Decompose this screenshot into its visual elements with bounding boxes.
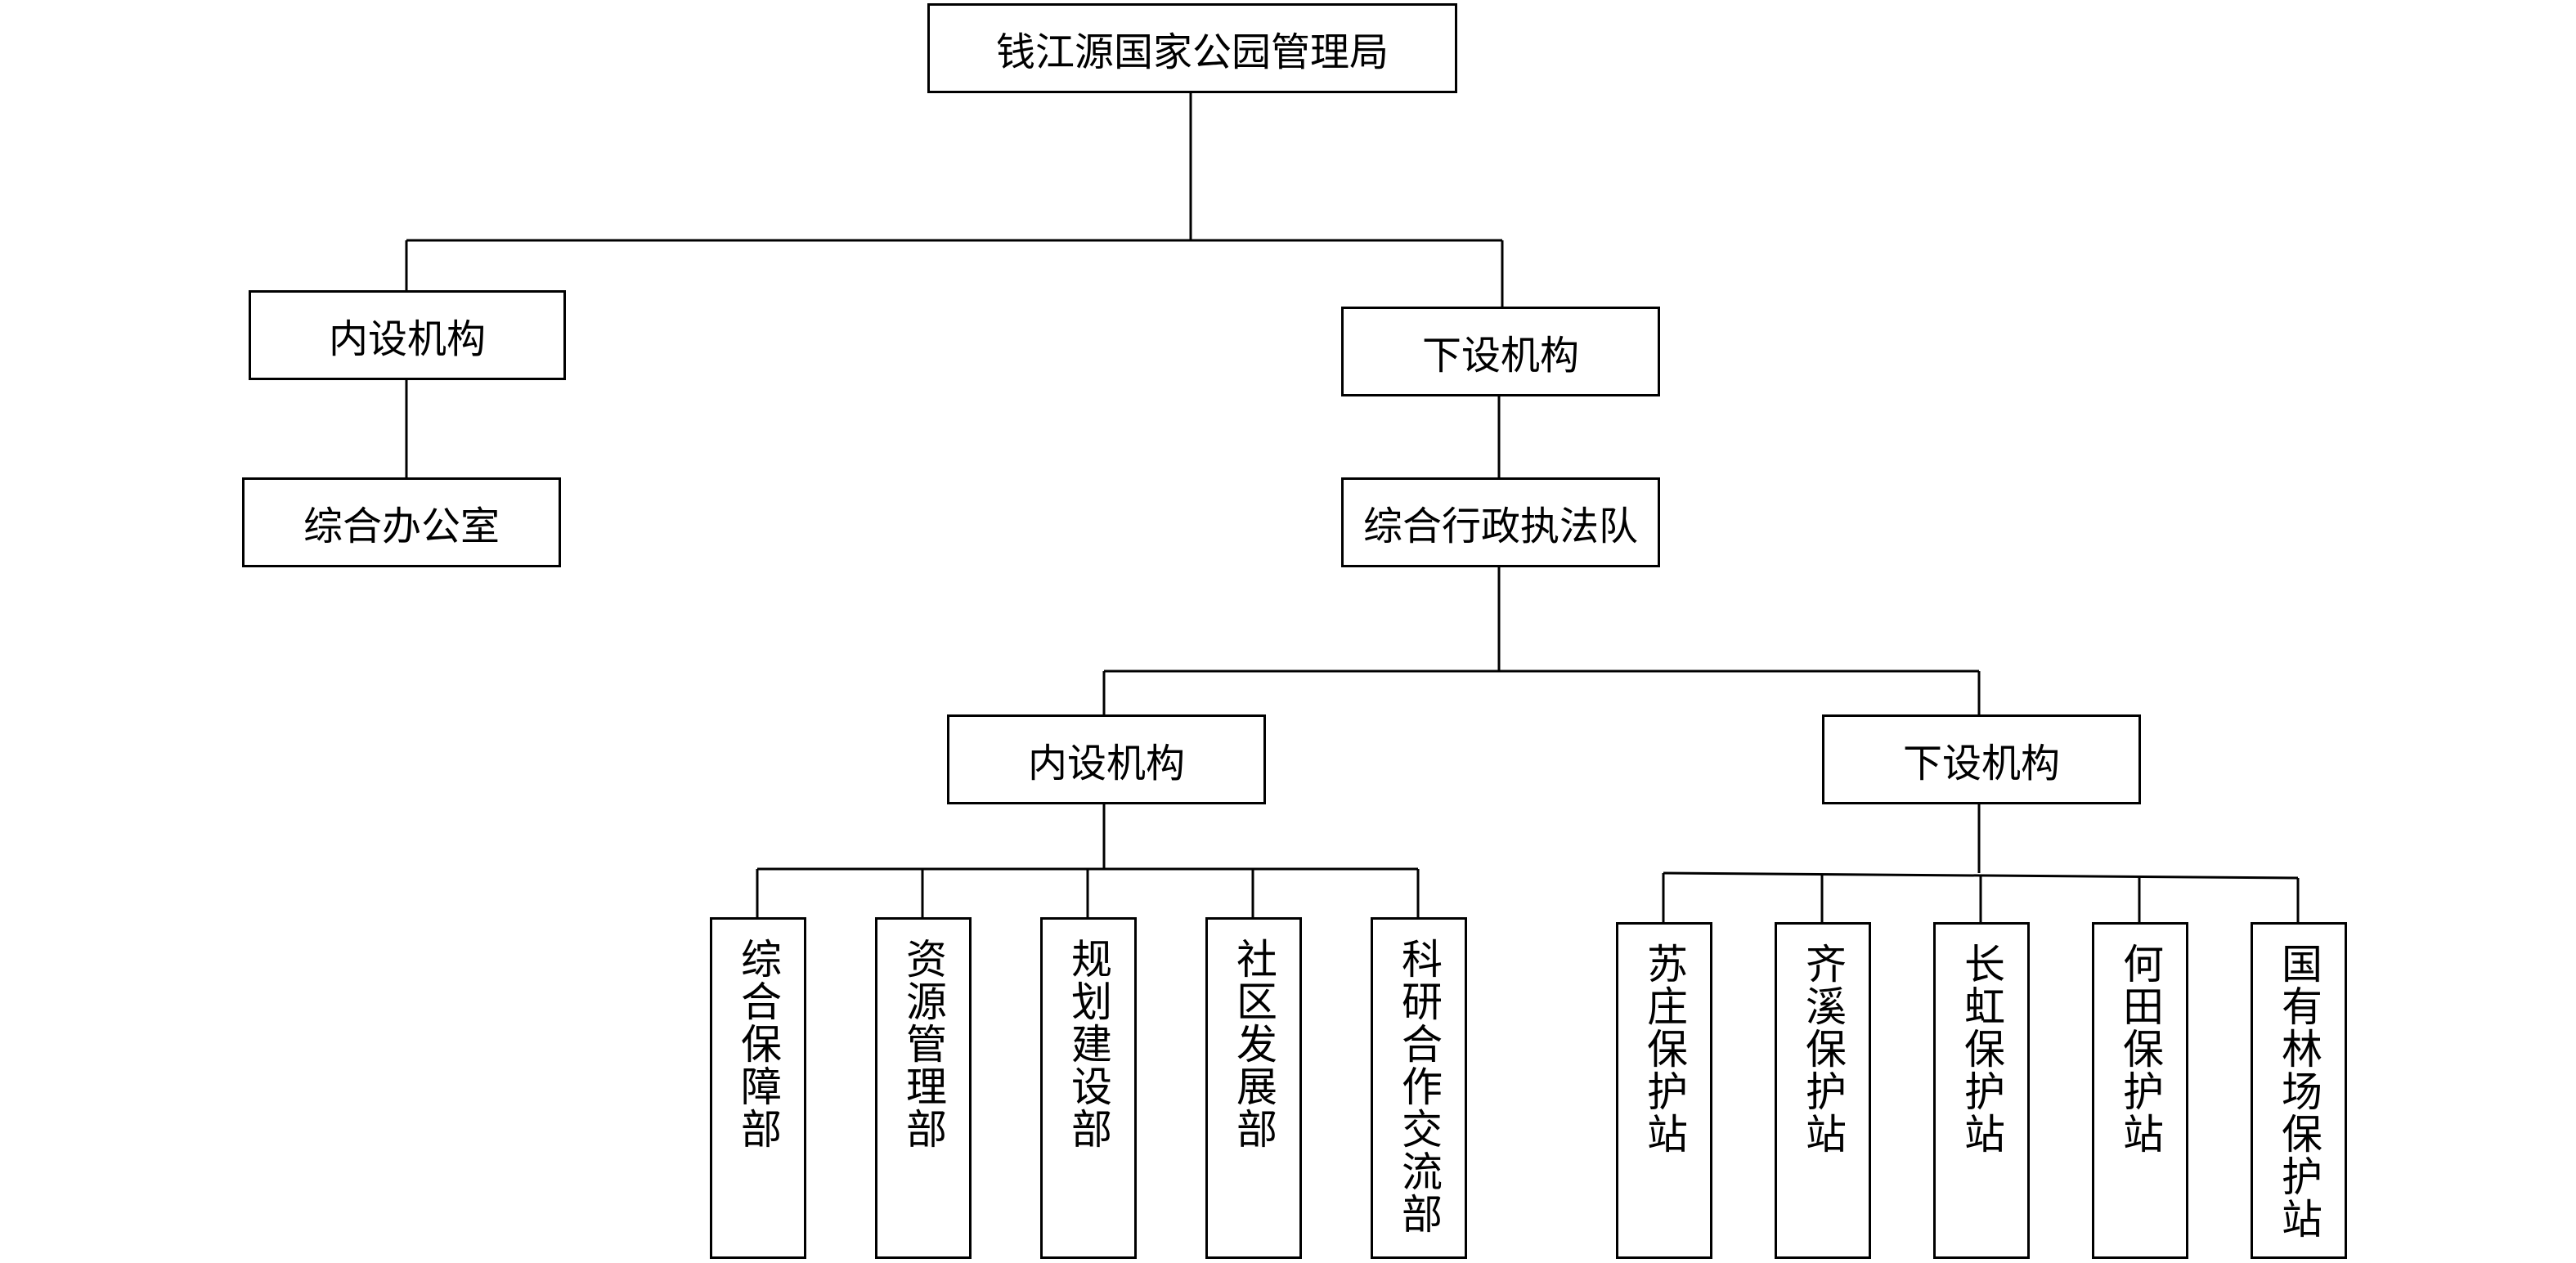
root-node: 钱江源国家公园管理局: [927, 3, 1457, 93]
station-unit: 国有林场保护站: [2251, 922, 2347, 1259]
station-unit: 苏庄保护站: [1616, 922, 1712, 1259]
station-unit: 长虹保护站: [1933, 922, 2030, 1259]
station-unit: 何田保护站: [2092, 922, 2188, 1259]
outer-group-node: 下设机构: [1822, 714, 2141, 804]
right-subordinate-group-node: 下设机构: [1341, 307, 1660, 396]
dept-unit: 科研合作交流部: [1371, 917, 1467, 1259]
dept-unit: 资源管理部: [875, 917, 972, 1259]
dept-unit: 综合保障部: [710, 917, 806, 1259]
dept-unit: 规划建设部: [1040, 917, 1137, 1259]
inner-group-node: 内设机构: [947, 714, 1266, 804]
enforcement-team-node: 综合行政执法队: [1341, 477, 1660, 567]
left-internal-group-node: 内设机构: [249, 290, 566, 380]
station-unit: 齐溪保护站: [1775, 922, 1871, 1259]
general-office-node: 综合办公室: [242, 477, 561, 567]
dept-unit: 社区发展部: [1205, 917, 1302, 1259]
